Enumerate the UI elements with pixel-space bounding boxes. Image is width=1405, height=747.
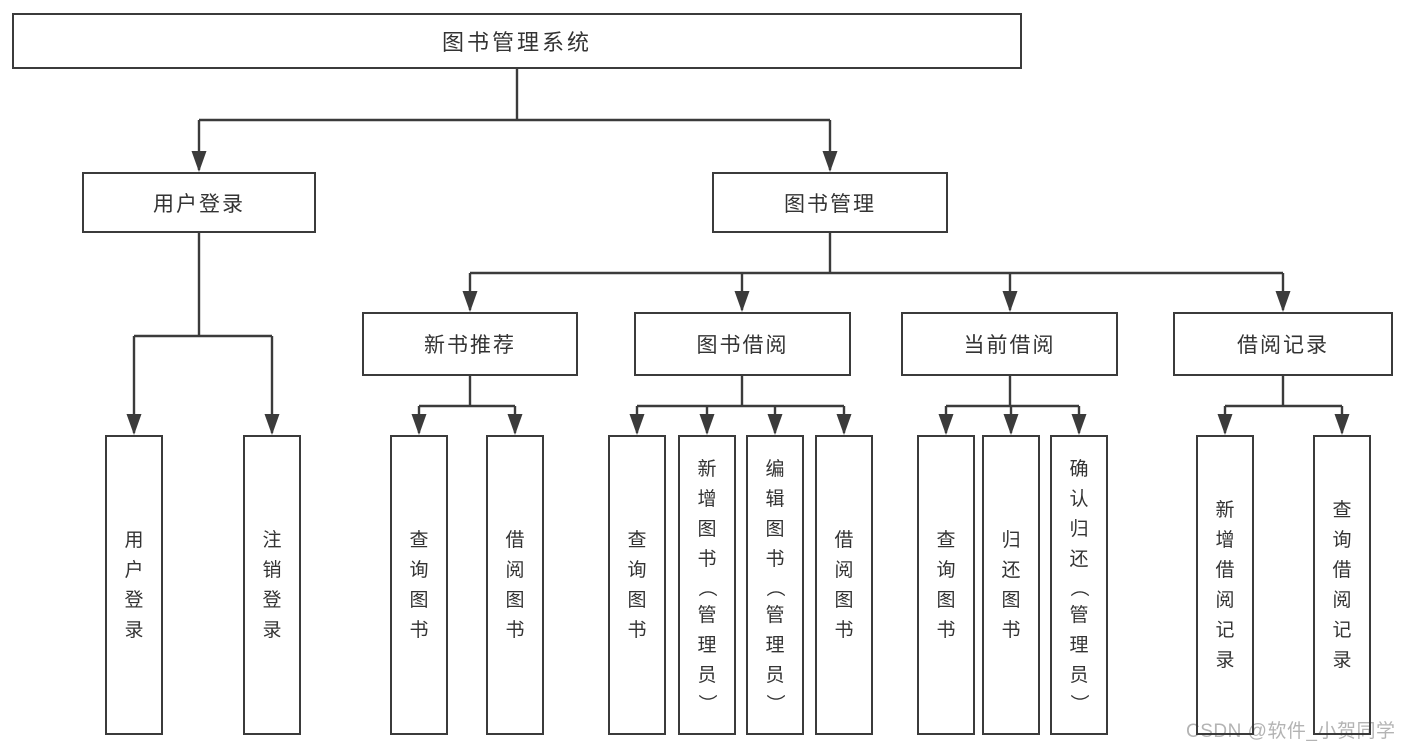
leaf-query-books-recommend: 查询图书 <box>390 435 448 735</box>
node-root: 图书管理系统 <box>12 13 1022 69</box>
leaf-add-borrow-record: 新增借阅记录 <box>1196 435 1254 735</box>
leaf-query-books-current: 查询图书 <box>917 435 975 735</box>
node-label: 借阅图书 <box>505 529 525 641</box>
node-label: 确认归还（管理员） <box>1068 458 1090 713</box>
connector-path <box>132 69 1344 433</box>
node-label: 查询借阅记录 <box>1332 499 1352 671</box>
node-label: 新书推荐 <box>424 334 516 357</box>
node-label: 查询图书 <box>936 529 956 641</box>
node-label: 图书借阅 <box>696 334 789 357</box>
node-label: 归还图书 <box>1001 529 1021 641</box>
node-label: 查询图书 <box>627 529 647 641</box>
leaf-return-book: 归还图书 <box>982 435 1040 735</box>
node-user-login: 用户登录 <box>82 172 316 233</box>
leaf-query-borrow-record: 查询借阅记录 <box>1313 435 1371 735</box>
leaf-confirm-return-admin: 确认归还（管理员） <box>1050 435 1108 735</box>
node-book-borrowing: 图书借阅 <box>634 312 851 376</box>
node-label: 编辑图书（管理员） <box>764 458 786 713</box>
leaf-borrow-books-borrowing: 借阅图书 <box>815 435 873 735</box>
node-label: 用户登录 <box>153 192 245 216</box>
node-label: 注销登录 <box>262 529 282 641</box>
leaf-borrow-books-recommend: 借阅图书 <box>486 435 544 735</box>
node-label: 用户登录 <box>124 529 144 641</box>
node-borrowing-records: 借阅记录 <box>1173 312 1393 376</box>
node-label: 图书管理 <box>784 192 876 216</box>
node-label: 借阅图书 <box>834 529 854 641</box>
leaf-query-books-borrowing: 查询图书 <box>608 435 666 735</box>
node-label: 查询图书 <box>409 529 429 641</box>
node-label: 图书管理系统 <box>441 30 592 55</box>
node-label: 新增借阅记录 <box>1215 499 1235 671</box>
node-label: 借阅记录 <box>1237 334 1329 357</box>
node-label: 新增图书（管理员） <box>696 458 718 713</box>
node-book-management: 图书管理 <box>712 172 948 233</box>
leaf-user-login: 用户登录 <box>105 435 163 735</box>
watermark: CSDN @软件_小贺同学 <box>1186 721 1396 742</box>
leaf-logout: 注销登录 <box>243 435 301 735</box>
leaf-edit-book-admin: 编辑图书（管理员） <box>746 435 804 735</box>
node-new-book-recommend: 新书推荐 <box>362 312 578 376</box>
leaf-add-book-admin: 新增图书（管理员） <box>678 435 736 735</box>
node-label: 当前借阅 <box>963 334 1056 357</box>
node-current-borrowing: 当前借阅 <box>901 312 1118 376</box>
